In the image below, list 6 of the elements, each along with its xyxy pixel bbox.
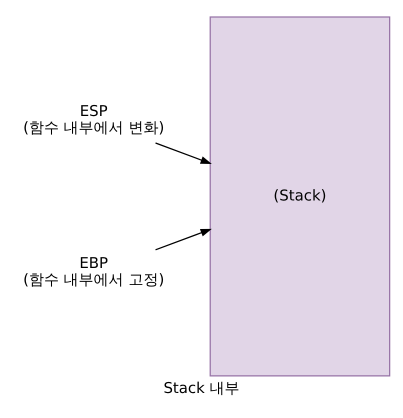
arrow	[155, 142, 212, 164]
node-text: ESP (함수 내부에서 변화)	[23, 102, 164, 136]
caption: Stack 내부	[163, 378, 240, 396]
arrow	[155, 228, 212, 250]
node-box: (Stack)	[210, 16, 390, 376]
node-text: EBP (함수 내부에서 고정)	[23, 254, 164, 288]
